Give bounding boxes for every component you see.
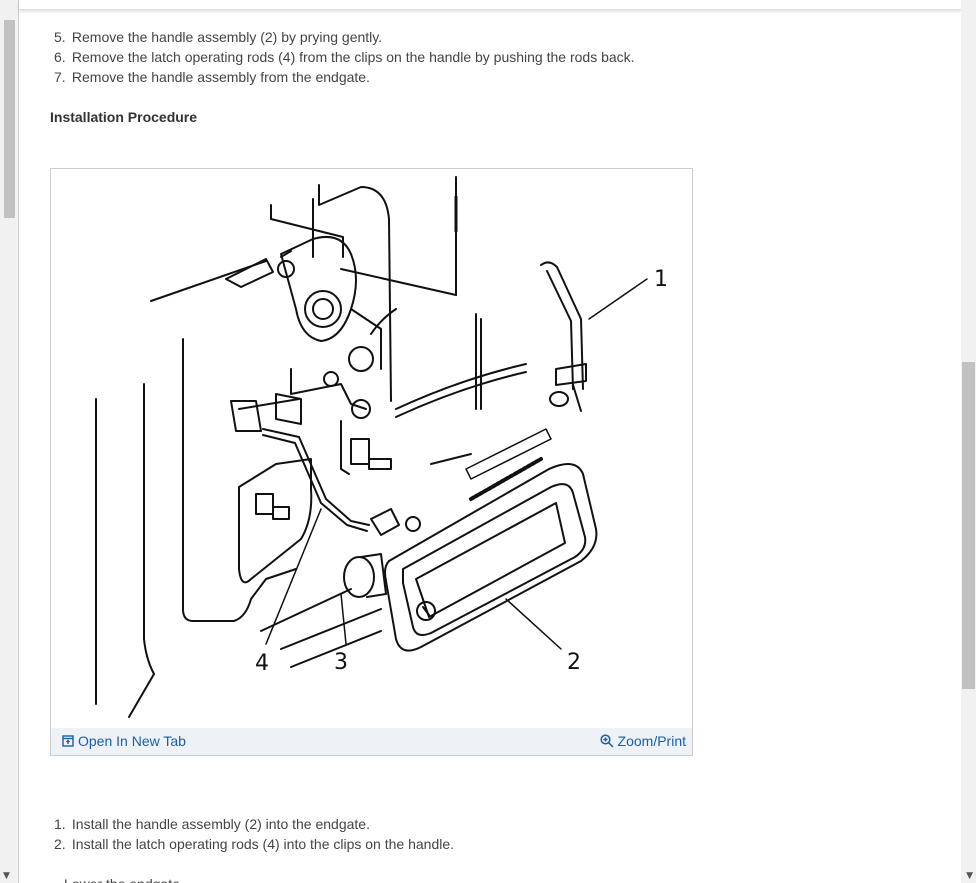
open-in-new-tab-icon — [62, 735, 74, 747]
scroll-down-arrow-icon[interactable]: ▼ — [966, 871, 973, 881]
callout-2: 2 — [567, 650, 581, 675]
page-scrollbar[interactable]: ▼ — [961, 0, 976, 883]
list-item: 1. Install the handle assembly (2) into … — [54, 816, 370, 832]
left-scrollbar[interactable]: ▼ — [0, 0, 19, 883]
installation-heading: Installation Procedure — [50, 109, 198, 125]
list-item: 6. Remove the latch operating rods (4) f… — [54, 49, 635, 65]
zoom-print-link[interactable]: Zoom/Print — [599, 733, 686, 749]
cut-off-step: Lower the endgate. — [64, 874, 184, 883]
removal-steps-list: 5. Remove the handle assembly (2) by pry… — [54, 27, 635, 87]
installation-steps-list: 1. Install the handle assembly (2) into … — [54, 814, 454, 854]
open-in-new-tab-label: Open In New Tab — [78, 733, 186, 749]
callout-1: 1 — [654, 267, 668, 292]
callout-3: 3 — [334, 650, 348, 675]
top-panel-edge — [19, 0, 961, 10]
scroll-down-arrow-icon[interactable]: ▼ — [3, 871, 10, 881]
callout-4: 4 — [255, 651, 269, 676]
page-scrollbar-thumb[interactable] — [962, 362, 975, 689]
zoom-print-label: Zoom/Print — [617, 733, 686, 749]
figure-toolbar: Open In New Tab Zoom/Print — [51, 728, 692, 755]
list-item: 2. Install the latch operating rods (4) … — [54, 836, 455, 852]
handle-assembly-diagram: 1 2 3 4 — [95, 176, 668, 718]
list-item: 7. Remove the handle assembly from the e… — [54, 69, 370, 85]
zoom-in-icon — [599, 734, 614, 748]
left-scrollbar-thumb[interactable] — [4, 20, 15, 218]
open-in-new-tab-link[interactable]: Open In New Tab — [62, 733, 186, 749]
handle-assembly-figure: 1 2 3 4 Open In New Tab — [50, 168, 693, 756]
list-item: 5. Remove the handle assembly (2) by pry… — [54, 29, 383, 45]
